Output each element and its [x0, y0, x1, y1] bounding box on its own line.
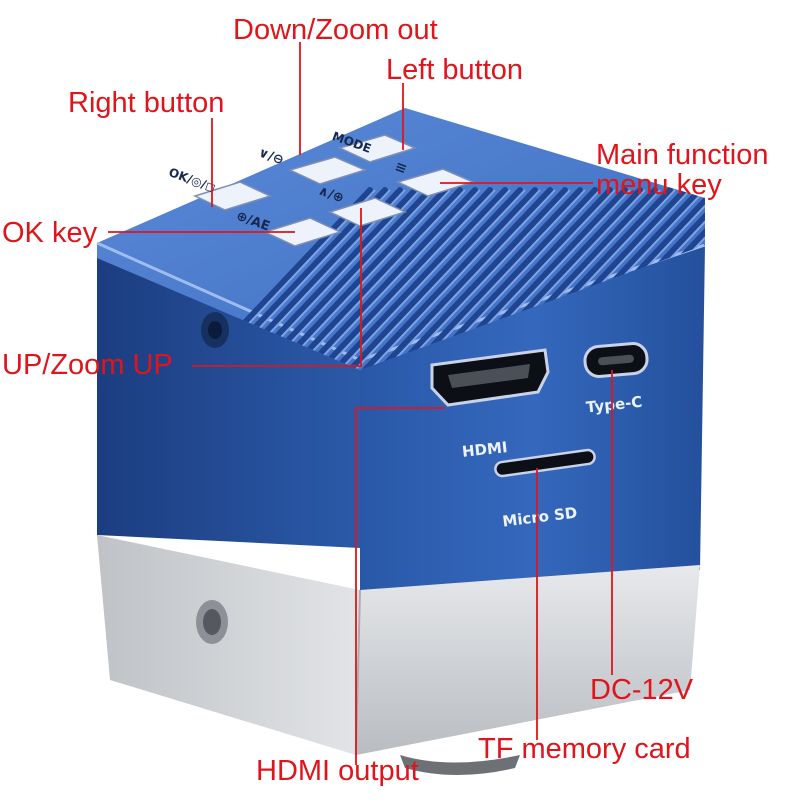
callout-left-button: Left button: [386, 54, 524, 86]
cooling-groove-highlight: [294, 189, 466, 370]
cooling-groove-highlight: [384, 189, 556, 370]
callout-right-button: Right button: [68, 87, 225, 119]
top-buttons: [192, 134, 476, 247]
cooling-groove-highlight: [354, 189, 526, 370]
callout-main-function-line2: menu key: [596, 169, 722, 201]
cooling-groove: [272, 187, 448, 370]
cooling-groove-highlight: [369, 189, 541, 370]
cooling-groove: [332, 187, 508, 370]
cooling-groove: [407, 187, 583, 370]
callout-ok-key: OK key: [2, 217, 98, 249]
cooling-groove: [347, 187, 523, 370]
cooling-groove-highlight: [309, 189, 481, 370]
cooling-groove-highlight: [264, 189, 436, 370]
cooling-groove-highlight: [279, 189, 451, 370]
base-left-face: [97, 535, 360, 755]
label-ok: OK/◎/◻: [167, 165, 218, 195]
cooling-groove: [362, 187, 538, 370]
button-menu: [395, 168, 476, 197]
cooling-groove: [392, 187, 568, 370]
cooling-groove: [317, 187, 493, 370]
micro-sd-slot: [494, 448, 596, 478]
button-up-zoom: [327, 197, 408, 227]
callout-tf-memory-card: TF memory card: [478, 733, 691, 765]
cooling-groove-highlight: [339, 189, 511, 370]
button-ok: [262, 217, 343, 247]
label-menu: ≡: [393, 159, 409, 178]
cooling-groove: [692, 187, 705, 370]
camera-front-face: [360, 245, 705, 600]
callout-down-zoom-out: Down/Zoom out: [233, 14, 438, 46]
leader-hdmi: [355, 407, 445, 765]
button-down-zoom: [287, 156, 368, 185]
cooling-groove: [377, 187, 553, 370]
cooling-groove: [302, 187, 478, 370]
cooling-groove-highlight: [699, 189, 705, 370]
callout-hdmi-output: HDMI output: [256, 755, 419, 787]
leader-up-zoom: [192, 208, 362, 367]
cooling-groove-highlight: [399, 189, 571, 370]
cooling-groove: [287, 187, 463, 370]
label-down-zoom: ∨/⊖: [256, 145, 286, 168]
label-hdmi: HDMI: [461, 438, 508, 461]
label-type-c: Type-C: [585, 393, 643, 417]
callout-main-function-line1: Main function: [596, 139, 769, 171]
cooling-groove-highlight: [324, 189, 496, 370]
camera-left-face: [97, 243, 360, 548]
button-right: [192, 181, 273, 211]
leader-lines: [108, 42, 613, 765]
button-mode: [337, 134, 418, 163]
callout-dc-12v: DC-12V: [590, 674, 694, 706]
callout-up-zoom-up: UP/Zoom UP: [2, 349, 173, 381]
base-front-face: [356, 565, 700, 755]
